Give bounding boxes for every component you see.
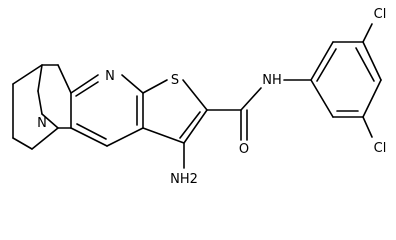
- atom-label-n-pyridine: N: [105, 69, 115, 84]
- bond: [41, 113, 59, 129]
- bond: [182, 79, 208, 111]
- atom-label-amide-nh: NH: [262, 73, 282, 88]
- bond: [183, 109, 208, 144]
- bond: [142, 127, 185, 144]
- atom-label-n-quinuclidine: N: [37, 116, 47, 131]
- atom-label-carbonyl-o: O: [239, 142, 249, 157]
- bond: [362, 23, 373, 43]
- bond: [355, 47, 375, 82]
- atom-label-s-thiophene: S: [171, 73, 179, 88]
- bond: [362, 41, 382, 81]
- bond: [310, 79, 334, 118]
- bond: [12, 64, 43, 85]
- bond: [31, 127, 59, 150]
- bond: [106, 127, 144, 147]
- bond: [75, 81, 99, 97]
- bond: [70, 127, 108, 147]
- atom-label-cl-bottom: Cl: [374, 141, 387, 156]
- atom-label-cl-top: Cl: [374, 7, 387, 22]
- bond: [37, 90, 43, 115]
- bond: [362, 116, 373, 138]
- molecule-structure: N N S NH2 O NH Cl Cl: [12, 7, 386, 187]
- bond: [76, 123, 107, 140]
- bond: [57, 64, 72, 94]
- bond: [316, 48, 337, 82]
- bond: [70, 74, 99, 94]
- bond: [142, 79, 168, 94]
- atom-label-amino: NH2: [170, 172, 198, 187]
- bond: [179, 111, 201, 139]
- bond: [37, 64, 43, 92]
- bond: [362, 79, 382, 118]
- bond: [240, 87, 262, 111]
- bond: [310, 41, 334, 81]
- bonds: [12, 23, 382, 169]
- bond: [121, 74, 144, 94]
- atom-labels: N N S NH2 O NH Cl Cl: [37, 7, 386, 187]
- bond: [12, 137, 33, 150]
